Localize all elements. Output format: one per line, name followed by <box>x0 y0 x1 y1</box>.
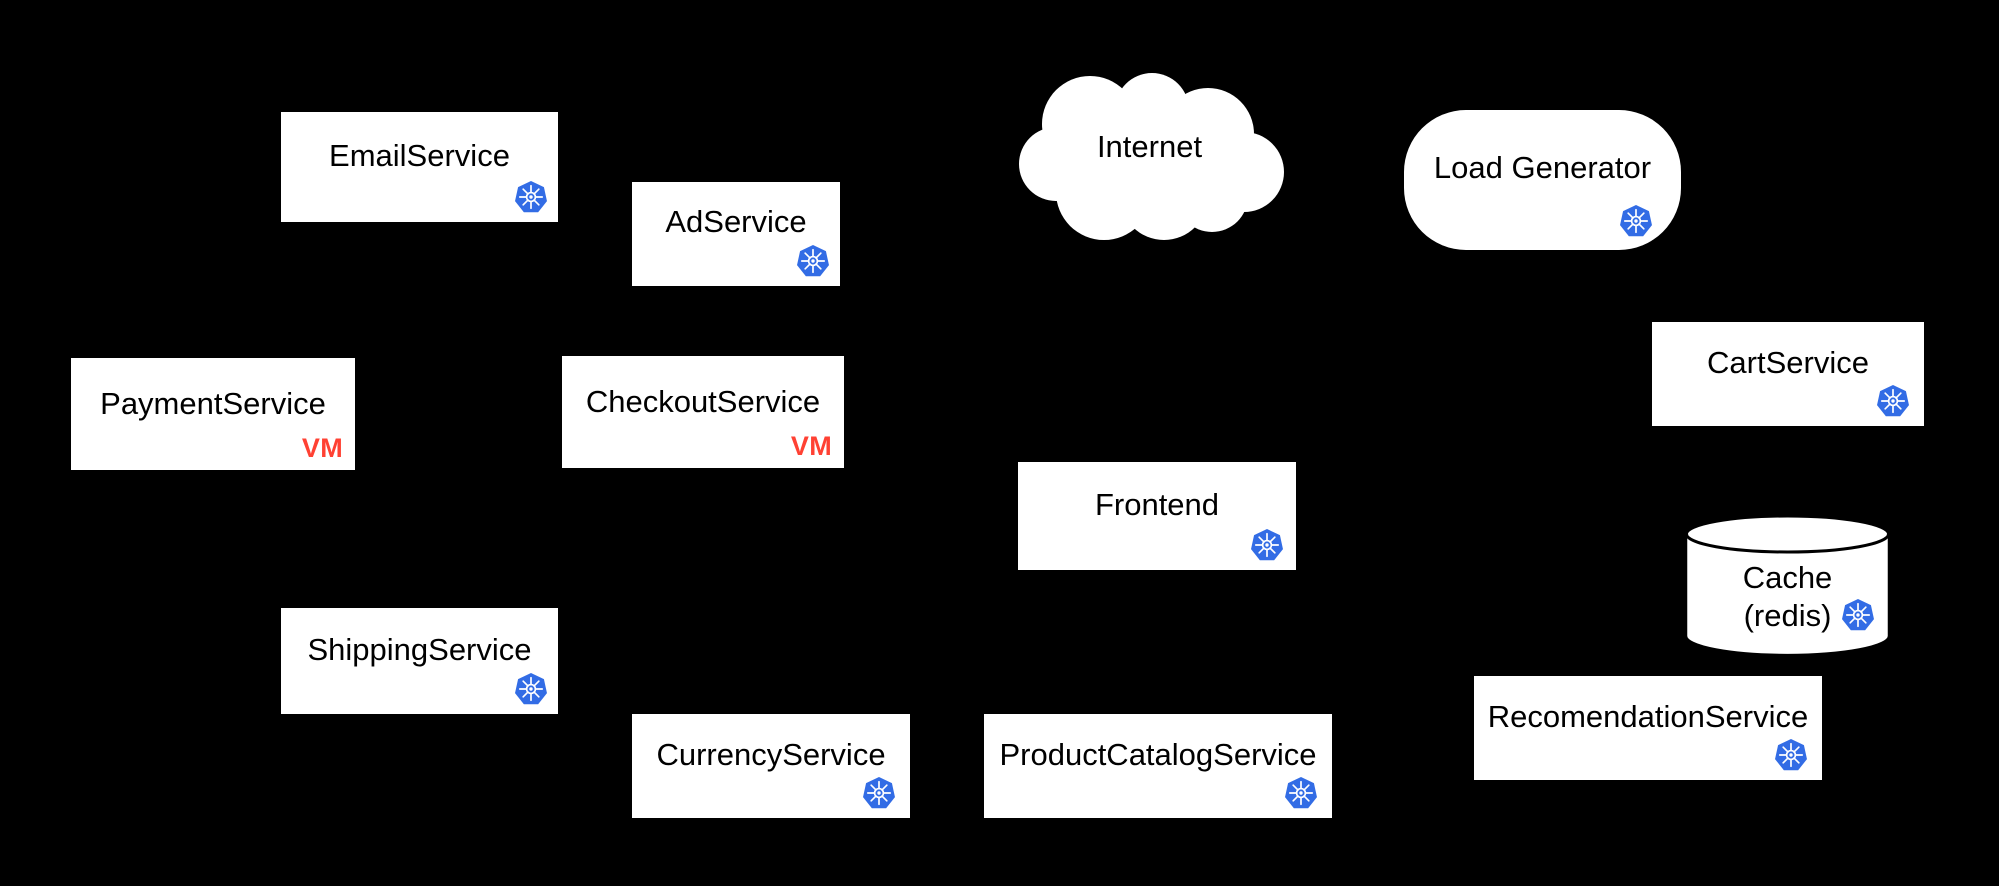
node-frontend-label: Frontend <box>1094 487 1220 522</box>
kubernetes-icon <box>1250 528 1284 562</box>
kubernetes-icon <box>1284 776 1318 810</box>
kubernetes-icon <box>1774 738 1808 772</box>
kubernetes-icon <box>1876 384 1910 418</box>
node-shipping-service[interactable]: ShippingService <box>281 608 558 714</box>
node-cache-label-line1: Cache <box>1742 560 1833 595</box>
kubernetes-icon <box>862 776 896 810</box>
node-currency-service-label: CurrencyService <box>656 737 886 772</box>
node-cache-label-line2: (redis) <box>1743 598 1832 633</box>
node-cart-service-label: CartService <box>1707 345 1869 380</box>
node-ad-service[interactable]: AdService <box>632 182 840 286</box>
node-email-service[interactable]: EmailService <box>281 112 558 222</box>
node-product-catalog-service[interactable]: ProductCatalogService <box>984 714 1332 818</box>
vm-badge: VM <box>790 431 832 461</box>
node-product-catalog-service-label: ProductCatalogService <box>999 737 1317 772</box>
node-frontend[interactable]: Frontend <box>1018 462 1296 570</box>
node-recomendation-service[interactable]: RecomendationService <box>1474 676 1822 780</box>
node-checkout-service[interactable]: CheckoutService VM <box>562 356 844 468</box>
node-payment-service[interactable]: PaymentService VM <box>71 358 355 470</box>
kubernetes-icon <box>796 244 830 278</box>
node-cache-redis[interactable]: Cache (redis) <box>1684 514 1891 656</box>
node-ad-service-label: AdService <box>665 204 807 239</box>
vm-badge: VM <box>301 433 343 463</box>
node-load-generator[interactable]: Load Generator <box>1404 110 1681 250</box>
node-payment-service-label: PaymentService <box>100 386 326 421</box>
node-recomendation-service-label: RecomendationService <box>1487 699 1809 734</box>
cylinder-shape <box>1684 514 1891 656</box>
cloud-shape <box>1019 73 1284 240</box>
node-cart-service[interactable]: CartService <box>1652 322 1924 426</box>
node-load-generator-label: Load Generator <box>1433 150 1652 185</box>
kubernetes-icon <box>514 672 548 706</box>
node-internet-label: Internet <box>1096 129 1203 164</box>
kubernetes-icon <box>514 180 548 214</box>
kubernetes-icon <box>1841 598 1875 632</box>
node-currency-service[interactable]: CurrencyService <box>632 714 910 818</box>
node-email-service-label: EmailService <box>329 138 510 173</box>
node-shipping-service-label: ShippingService <box>307 632 532 667</box>
node-checkout-service-label: CheckoutService <box>585 384 821 419</box>
kubernetes-icon <box>1619 204 1653 238</box>
node-internet[interactable]: Internet <box>1012 72 1287 242</box>
